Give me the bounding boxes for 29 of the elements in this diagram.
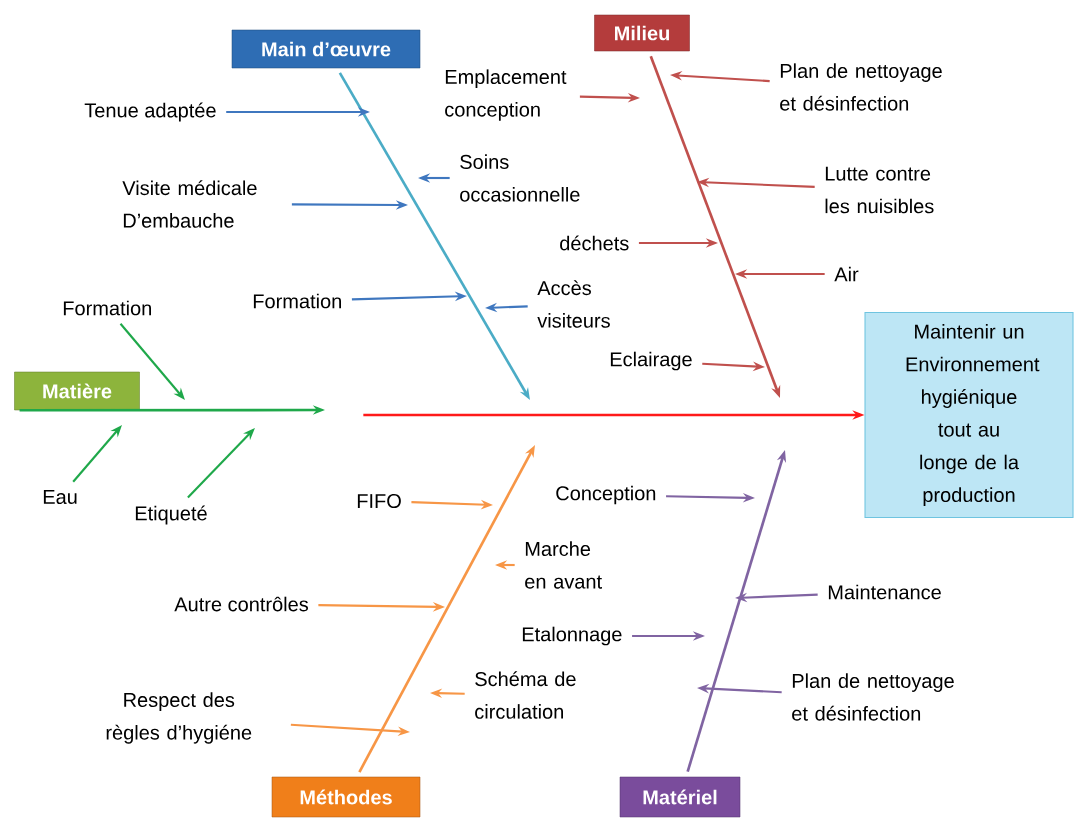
- cause-label: Formation: [63, 300, 151, 316]
- cause-label: Soins occasionnelle: [460, 154, 580, 202]
- category-box: Milieu: [594, 14, 690, 52]
- cause-label: Conception: [556, 485, 656, 505]
- cause-label: Etalonnage: [522, 626, 622, 646]
- cause-label: Lutte contre les nuisibles: [825, 166, 934, 214]
- category-box: Matériel: [619, 776, 741, 818]
- cause-label: Emplacement conception: [445, 69, 567, 121]
- effect-box: Maintenir un Environnement hygiénique tout au longe de la production: [864, 311, 1074, 519]
- cause-label: Plan de nettoyage et désinfection: [780, 63, 942, 111]
- cause-label: Visite médicale D’embauche: [122, 180, 257, 228]
- cause-label: FIFO: [357, 493, 401, 509]
- category-box: Matière: [14, 371, 140, 411]
- cause-label: Respect des règles d’hygiéne: [106, 692, 252, 744]
- cause-label: Accès visiteurs: [537, 280, 610, 328]
- cause-label: Maintenance: [828, 584, 941, 600]
- cause-label: Eclairage: [610, 351, 692, 371]
- cause-label: Etiqueté: [135, 505, 207, 525]
- cause-label: Formation: [253, 293, 341, 309]
- cause-label: Plan de nettoyage et désinfection: [792, 673, 954, 721]
- cause-label: Tenue adaptée: [84, 102, 216, 122]
- category-box: Méthodes: [271, 776, 421, 818]
- cause-label: Autre contrôles: [174, 596, 308, 612]
- cause-label: Air: [834, 266, 859, 282]
- cause-label: Eau: [43, 490, 77, 504]
- category-box: Main d’œuvre: [231, 29, 421, 69]
- cause-label: déchets: [560, 235, 629, 251]
- cause-label: Marche en avant: [525, 541, 602, 589]
- cause-label: Schéma de circulation: [475, 671, 576, 719]
